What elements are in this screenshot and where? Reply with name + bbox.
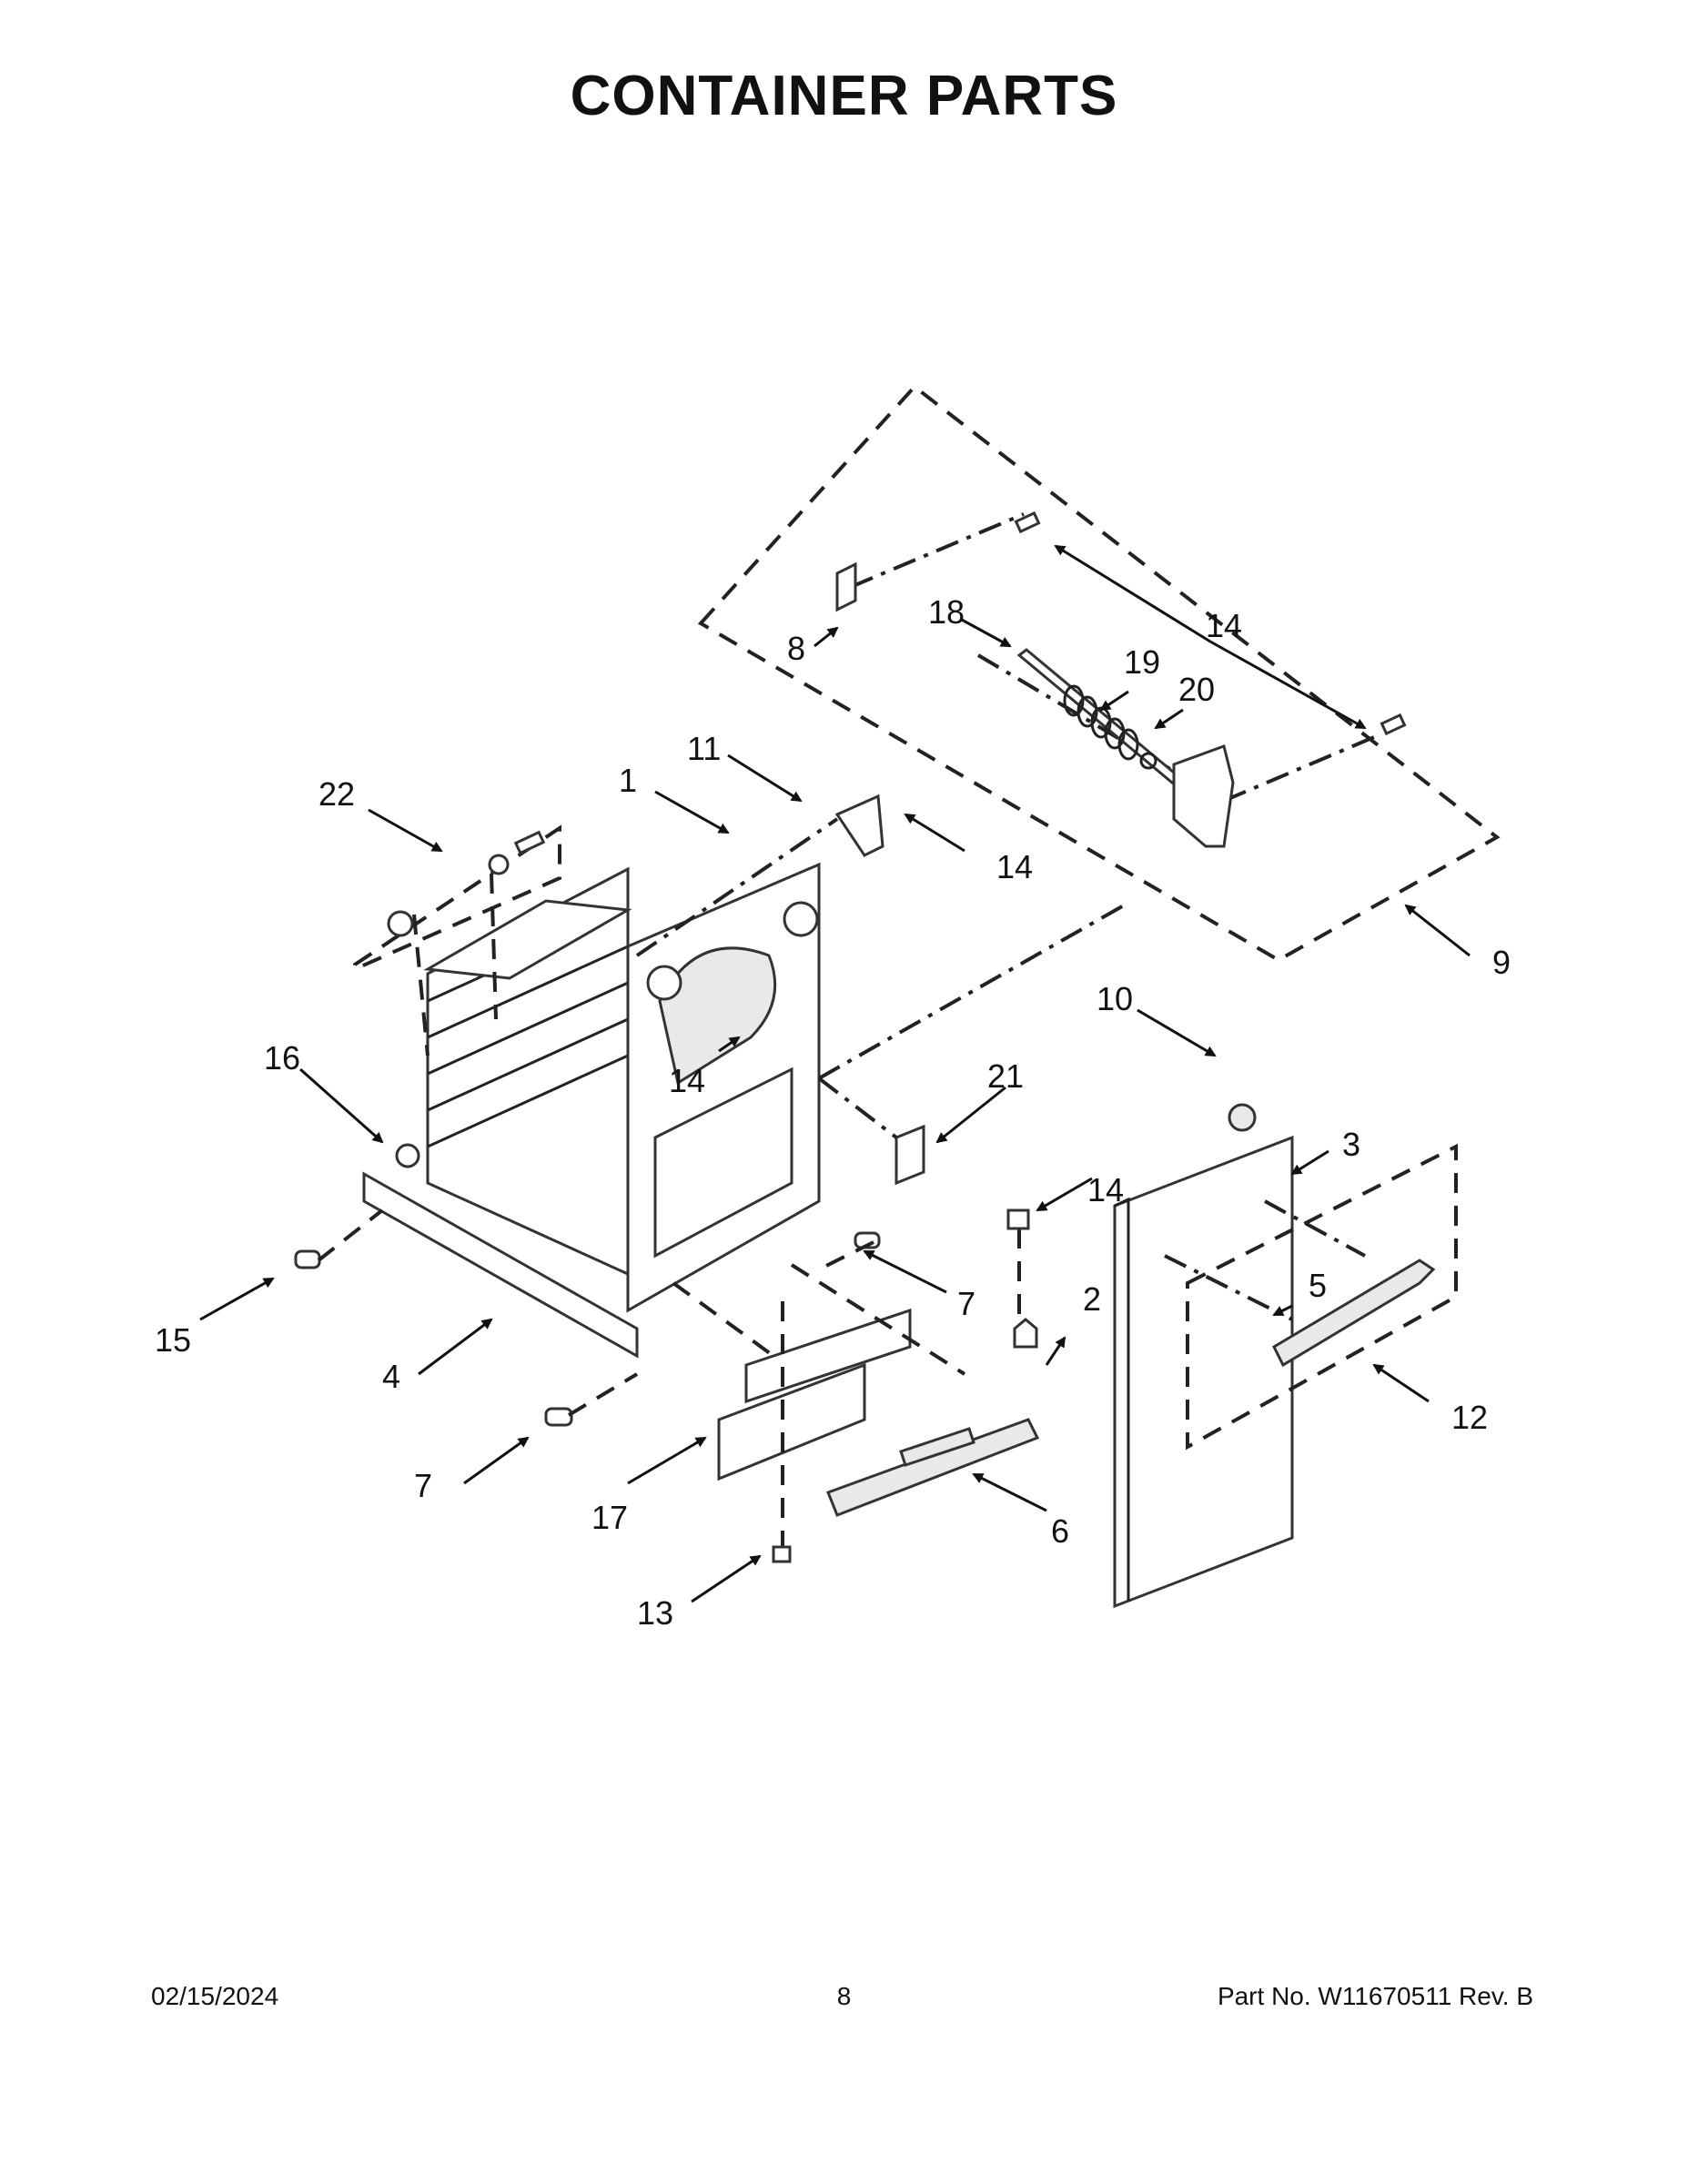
footer-page-number: 8 [836,1982,852,2010]
callout-17: 17 [591,1499,628,1536]
callout-14d: 14 [1087,1171,1124,1208]
callout-22: 22 [318,775,355,813]
callout-11: 11 [687,730,721,767]
screw [1014,511,1407,736]
page-title: CONTAINER PARTS [570,65,1118,127]
callout-7a: 7 [957,1285,975,1322]
brackets [635,794,1125,1186]
callout-2: 2 [1083,1280,1101,1318]
footer-part-number: Part No. W11670511 Rev. B [1217,1982,1533,2010]
callout-arrows [199,544,1471,1603]
callout-9: 9 [1492,944,1511,981]
callout-14b: 14 [996,848,1033,885]
callout-12: 12 [1451,1399,1488,1436]
hinge-assembly-group [697,384,1501,963]
callout-14a: 14 [1206,607,1242,644]
callout-7b: 7 [414,1467,432,1504]
callout-3: 3 [1342,1126,1360,1163]
drawer-assembly [294,1143,1040,1563]
door-panel [1113,1103,1458,1609]
callout-16: 16 [264,1039,300,1077]
container-body [353,824,821,1359]
callout-21: 21 [987,1057,1024,1095]
callout-18: 18 [928,593,965,631]
callout-8: 8 [787,630,805,667]
callout-4: 4 [382,1358,400,1395]
callout-19: 19 [1124,643,1160,681]
callout-13: 13 [637,1594,673,1632]
callout-6: 6 [1051,1512,1069,1550]
callout-1: 1 [619,762,637,799]
callout-5: 5 [1309,1267,1327,1304]
callout-20: 20 [1178,671,1215,708]
callout-15: 15 [155,1321,191,1359]
callout-10: 10 [1097,980,1133,1017]
callout-14c: 14 [669,1062,705,1099]
footer-date: 02/15/2024 [151,1982,279,2010]
